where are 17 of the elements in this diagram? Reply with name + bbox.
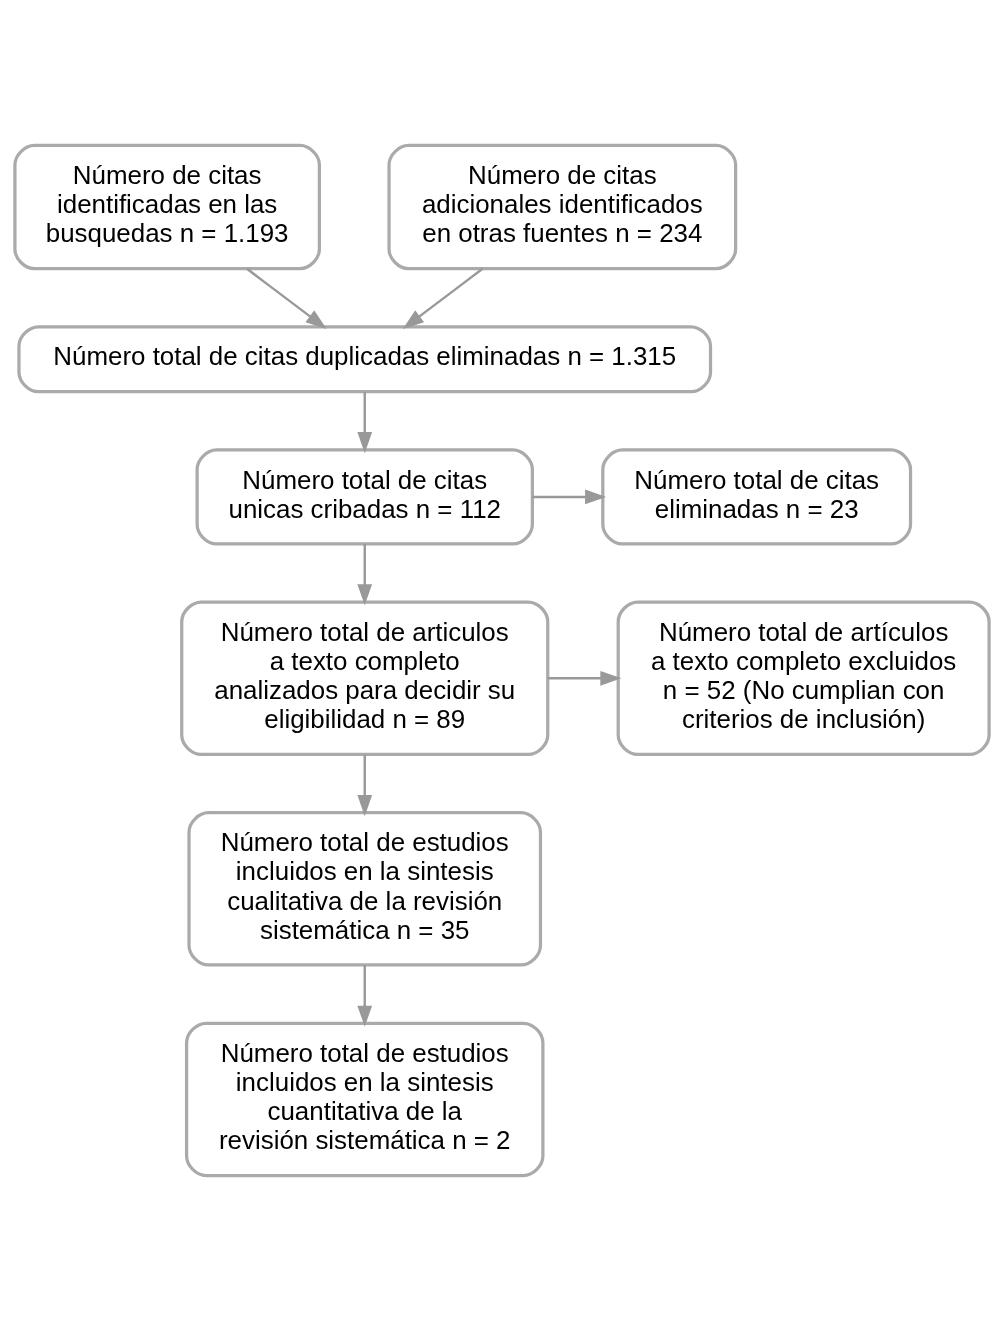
node-box: Número total de articulos a texto completo analizados para decidir su eligibilidad n = 89 <box>180 600 550 757</box>
node-box: Número total de citas unicas cribadas n = 112 <box>195 448 534 546</box>
node-box: Número total de citas duplicadas eliminadas n = 1.315 <box>17 325 713 394</box>
arrow <box>532 489 607 505</box>
node-box: Número total de citas eliminadas n = 23 <box>601 448 913 546</box>
node-box: Número de citas identificadas en las busquedas n = 1.193 <box>13 143 321 271</box>
node-box: Número total de estudios incluidos en la sintesis cuantitativa de la revisión sistemática n = 2 <box>184 1021 545 1178</box>
arrow <box>357 392 373 454</box>
node-box: Número total de artículos a texto completo excluidos n = 52 (No cumplian con criterios de inclusión) <box>616 600 991 757</box>
arrow <box>357 754 373 817</box>
arrow <box>402 267 484 329</box>
arrow <box>357 965 373 1027</box>
node-box: Número de citas adicionales identificados en otras fuentes n = 234 <box>387 143 738 271</box>
node-box: Número total de estudios incluidos en la sintesis cualitativa de la revisión sistemática n = 35 <box>187 811 543 967</box>
arrow <box>246 267 327 329</box>
arrow <box>547 670 622 686</box>
arrow <box>357 543 373 606</box>
